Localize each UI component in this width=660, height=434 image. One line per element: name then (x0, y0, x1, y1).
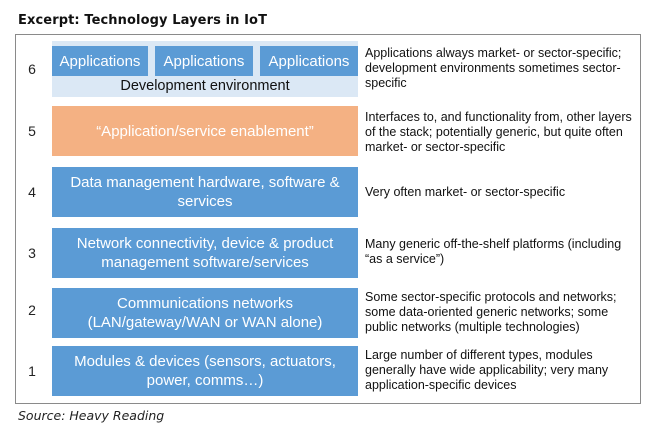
layer-4-description: Very often market- or sector-specific (365, 185, 566, 199)
layer-5-number: 5 (28, 123, 36, 139)
development-environment-label: Development environment (120, 78, 290, 94)
layer-6-description: Applications always market- or sector-sp… (365, 46, 622, 90)
layer-2-number: 2 (28, 302, 36, 318)
layer-3-number: 3 (28, 245, 36, 261)
diagram-frame (15, 34, 641, 404)
layer-4-box: Data management hardware, software & ser… (52, 167, 358, 217)
layer-2-description: Some sector-specific protocols and netwo… (365, 290, 617, 334)
layer-4-number: 4 (28, 184, 36, 200)
layer-1-number: 1 (28, 363, 36, 379)
layer-1-description: Large number of different types, modules… (365, 348, 609, 392)
layer-2-box: Communications networks (LAN/gateway/WAN… (52, 288, 358, 338)
figure-title: Excerpt: Technology Layers in IoT (18, 13, 268, 28)
layer-5-description: Interfaces to, and functionality from, o… (365, 110, 632, 154)
layer-1-box: Modules & devices (sensors, actuators, p… (52, 346, 358, 396)
application-box-2: Applications (155, 46, 253, 76)
application-box-1: Applications (52, 46, 148, 76)
layer-3-description: Many generic off-the-shelf platforms (in… (365, 237, 622, 266)
layer-3-box: Network connectivity, device & product m… (52, 228, 358, 278)
layer-6-number: 6 (28, 61, 36, 77)
source-caption: Source: Heavy Reading (18, 408, 165, 423)
application-box-3: Applications (260, 46, 358, 76)
layer-5-box: “Application/service enablement” (52, 106, 358, 156)
